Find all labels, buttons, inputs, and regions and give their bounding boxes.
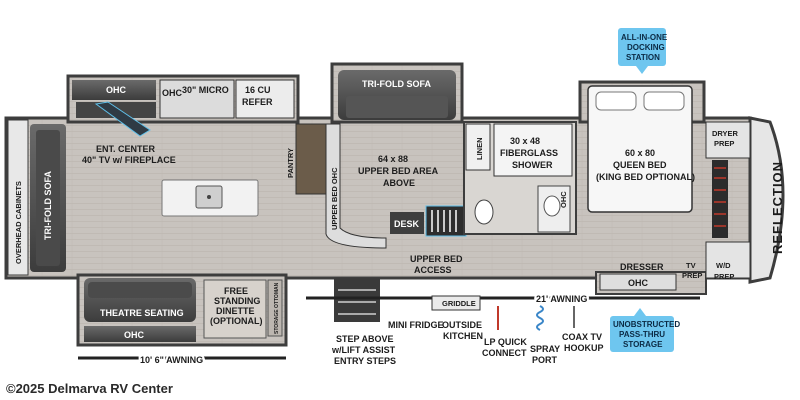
- ohc-kitchen-label: OHC: [106, 85, 127, 95]
- toilet: [474, 199, 494, 225]
- svg-text:SHOWER: SHOWER: [512, 160, 553, 170]
- svg-text:60 x 80: 60 x 80: [625, 148, 655, 158]
- coax-label-1: COAX TV: [562, 332, 602, 342]
- upper-bed-area-label-2: UPPER BED AREA: [358, 166, 439, 176]
- wd-prep-label-1: W/D: [716, 261, 731, 270]
- svg-text:w/LIFT ASSIST: w/LIFT ASSIST: [331, 345, 396, 355]
- svg-text:DINETTE: DINETTE: [216, 306, 255, 316]
- tv-prep-label-1: TV: [686, 261, 696, 270]
- overhead-cabinets-label: OVERHEAD CABINETS: [14, 181, 23, 264]
- svg-text:(OPTIONAL): (OPTIONAL): [210, 316, 263, 326]
- svg-text:STORAGE: STORAGE: [623, 340, 663, 349]
- svg-text:QUEEN BED: QUEEN BED: [613, 160, 667, 170]
- svg-text:TRI-FOLD SOFA: TRI-FOLD SOFA: [362, 79, 431, 89]
- tv-prep-label-2: PREP: [682, 271, 702, 280]
- wd-prep-label-2: PREP: [714, 272, 734, 281]
- pantry-label: PANTRY: [286, 148, 295, 178]
- desk: [390, 212, 424, 234]
- theatre-seating: THEATRE SEATING: [84, 278, 196, 322]
- bath-ohc-label: OHC: [559, 191, 568, 208]
- reflection-brand: REFLECTION: [770, 161, 785, 254]
- dryer-prep-label-1: DRYER: [712, 129, 739, 138]
- svg-text:ALL-IN-ONE: ALL-IN-ONE: [621, 33, 668, 42]
- linen-label: LINEN: [475, 138, 484, 161]
- shower: [493, 123, 573, 177]
- ohc-theatre: [84, 326, 196, 342]
- lp-quick-label-1: LP QUICK: [484, 337, 527, 347]
- mini-fridge-label: MINI FRIDGE: [388, 320, 444, 330]
- storage-ottoman-label: STORAGE OTTOMAN: [274, 282, 280, 334]
- ent-center-label-1: ENT. CENTER: [96, 144, 156, 154]
- svg-text:PASS-THRU: PASS-THRU: [619, 330, 665, 339]
- refer-label-2: REFER: [242, 97, 273, 107]
- pass-thru-storage-badge: UNOBSTRUCTED PASS-THRU STORAGE: [610, 308, 680, 352]
- spray-port-coil: [536, 305, 544, 331]
- upper-bed-access-label-1: UPPER BED: [410, 254, 463, 264]
- svg-text:FIBERGLASS: FIBERGLASS: [500, 148, 558, 158]
- tri-fold-sofa-rear: TRI-FOLD SOFA: [30, 124, 66, 272]
- linen-closet: [465, 123, 491, 171]
- entry-steps: [334, 278, 380, 322]
- bath-sink: [543, 195, 561, 217]
- storage-ottoman: [267, 279, 283, 337]
- svg-text:STANDING: STANDING: [214, 296, 260, 306]
- lp-quick-label-2: CONNECT: [482, 348, 527, 358]
- micro-label: 30" MICRO: [182, 85, 229, 95]
- awning-rear-label: 10' 6" AWNING: [140, 355, 203, 365]
- dresser-ohc-label: OHC: [628, 278, 649, 288]
- dresser: [599, 273, 677, 291]
- desk-label: DESK: [394, 219, 420, 229]
- awning-front-label: 21' AWNING: [536, 294, 587, 304]
- tri-fold-sofa-top: TRI-FOLD SOFA: [338, 70, 456, 120]
- ohc-micro-label: OHC: [162, 88, 183, 98]
- upper-bed-access-label-2: ACCESS: [414, 265, 452, 275]
- svg-text:DOCKING: DOCKING: [627, 43, 665, 52]
- outside-kitchen-label-2: KITCHEN: [443, 331, 483, 341]
- free-standing-dinette: FREE STANDING DINETTE (OPTIONAL): [203, 279, 267, 339]
- svg-text:UNOBSTRUCTED: UNOBSTRUCTED: [613, 320, 680, 329]
- queen-bed: [587, 85, 693, 213]
- outside-kitchen-label-1: OUTSIDE: [442, 320, 482, 330]
- svg-text:30 x 48: 30 x 48: [510, 136, 540, 146]
- pantry: [295, 123, 327, 195]
- kitchen-island: [161, 179, 259, 217]
- ent-center-label-2: 40" TV w/ FIREPLACE: [82, 155, 176, 165]
- copyright: ©2025 Delmarva RV Center: [6, 381, 173, 396]
- spray-port-label-2: PORT: [532, 355, 558, 365]
- upper-bed-area-label-3: ABOVE: [383, 178, 415, 188]
- ohc-theatre-label: OHC: [124, 330, 145, 340]
- refer-label-1: 16 CU: [245, 85, 271, 95]
- docking-station-badge: ALL-IN-ONE DOCKING STATION: [618, 28, 668, 74]
- griddle-label: GRIDDLE: [442, 299, 476, 308]
- svg-text:(KING BED OPTIONAL): (KING BED OPTIONAL): [596, 172, 695, 182]
- front-wardrobe: [712, 160, 728, 238]
- spray-port-label-1: SPRAY: [530, 344, 560, 354]
- ent-center: [76, 101, 156, 137]
- overhead-cabinets: [7, 119, 29, 276]
- dresser-label: DRESSER: [620, 262, 664, 272]
- upper-bed-area-label-1: 64 x 88: [378, 154, 408, 164]
- svg-text:STEP ABOVE: STEP ABOVE: [336, 334, 394, 344]
- svg-text:TRI-FOLD SOFA: TRI-FOLD SOFA: [43, 171, 53, 240]
- coax-label-2: HOOKUP: [564, 343, 604, 353]
- svg-text:THEATRE SEATING: THEATRE SEATING: [100, 308, 184, 318]
- upper-bed-ohc-label: UPPER BED OHC: [330, 167, 339, 230]
- svg-text:ENTRY STEPS: ENTRY STEPS: [334, 356, 396, 366]
- svg-text:FREE: FREE: [224, 286, 248, 296]
- svg-text:STATION: STATION: [626, 53, 660, 62]
- dryer-prep-label-2: PREP: [714, 139, 734, 148]
- outside-kitchen: [431, 295, 481, 311]
